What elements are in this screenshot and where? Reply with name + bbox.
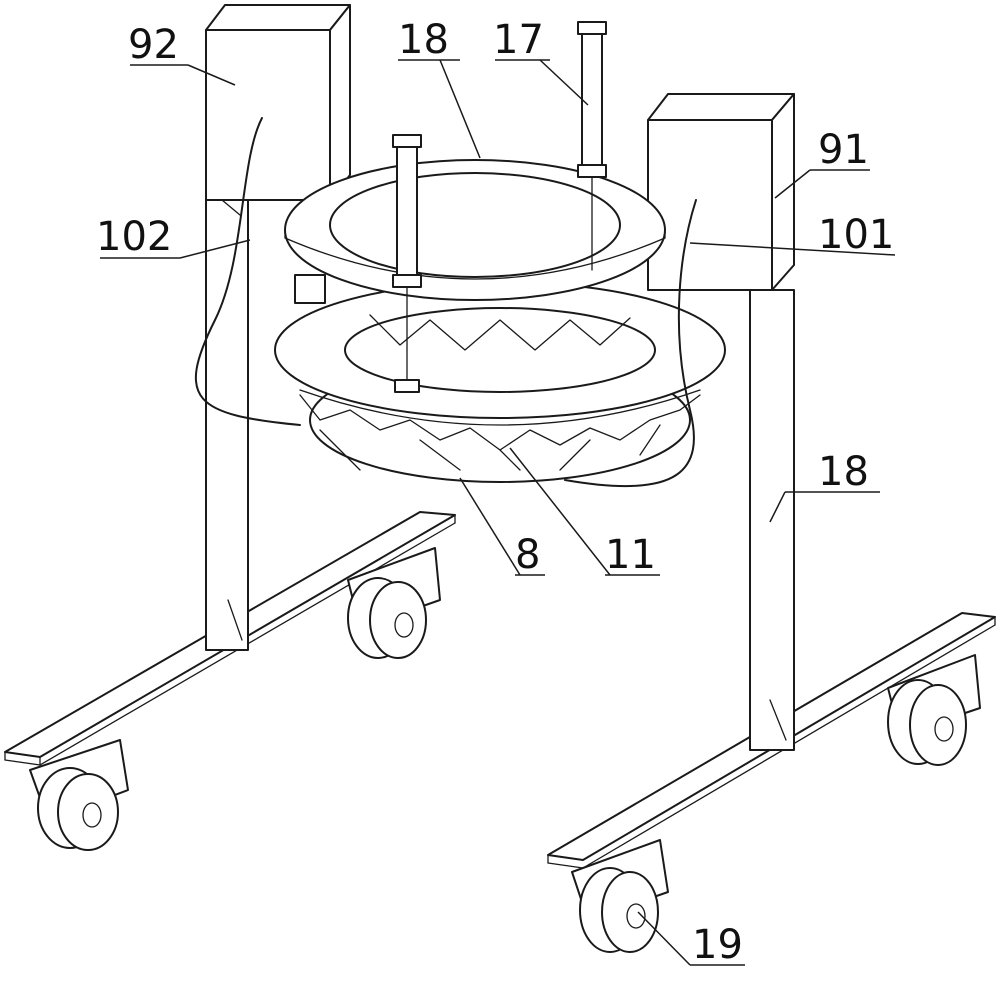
right-front-caster: [571, 839, 669, 953]
label-17: 17: [493, 17, 544, 63]
left-motor-box: [205, 4, 351, 201]
left-rear-caster: [347, 547, 441, 659]
left-column: [205, 189, 346, 651]
label-19: 19: [692, 922, 743, 968]
valve-box: [294, 274, 326, 304]
label-92: 92: [128, 22, 179, 68]
label-91: 91: [818, 127, 869, 173]
lower-ring-assembly: [274, 281, 726, 483]
right-rear-caster: [887, 654, 981, 766]
left-front-caster: [29, 739, 129, 851]
label-11: 11: [605, 532, 656, 578]
left-cylinder: [392, 134, 422, 393]
left-hose: [194, 117, 301, 426]
label-102: 102: [96, 214, 172, 260]
label-18-right: 18: [818, 449, 869, 495]
right-motor-box: [647, 93, 795, 291]
right-hose: [564, 199, 697, 488]
label-101: 101: [818, 212, 894, 258]
label-18-top: 18: [398, 17, 449, 63]
right-cylinder: [577, 21, 607, 271]
upper-ring: [284, 159, 666, 301]
label-8: 8: [515, 532, 540, 578]
leader-lines: [100, 59, 896, 966]
